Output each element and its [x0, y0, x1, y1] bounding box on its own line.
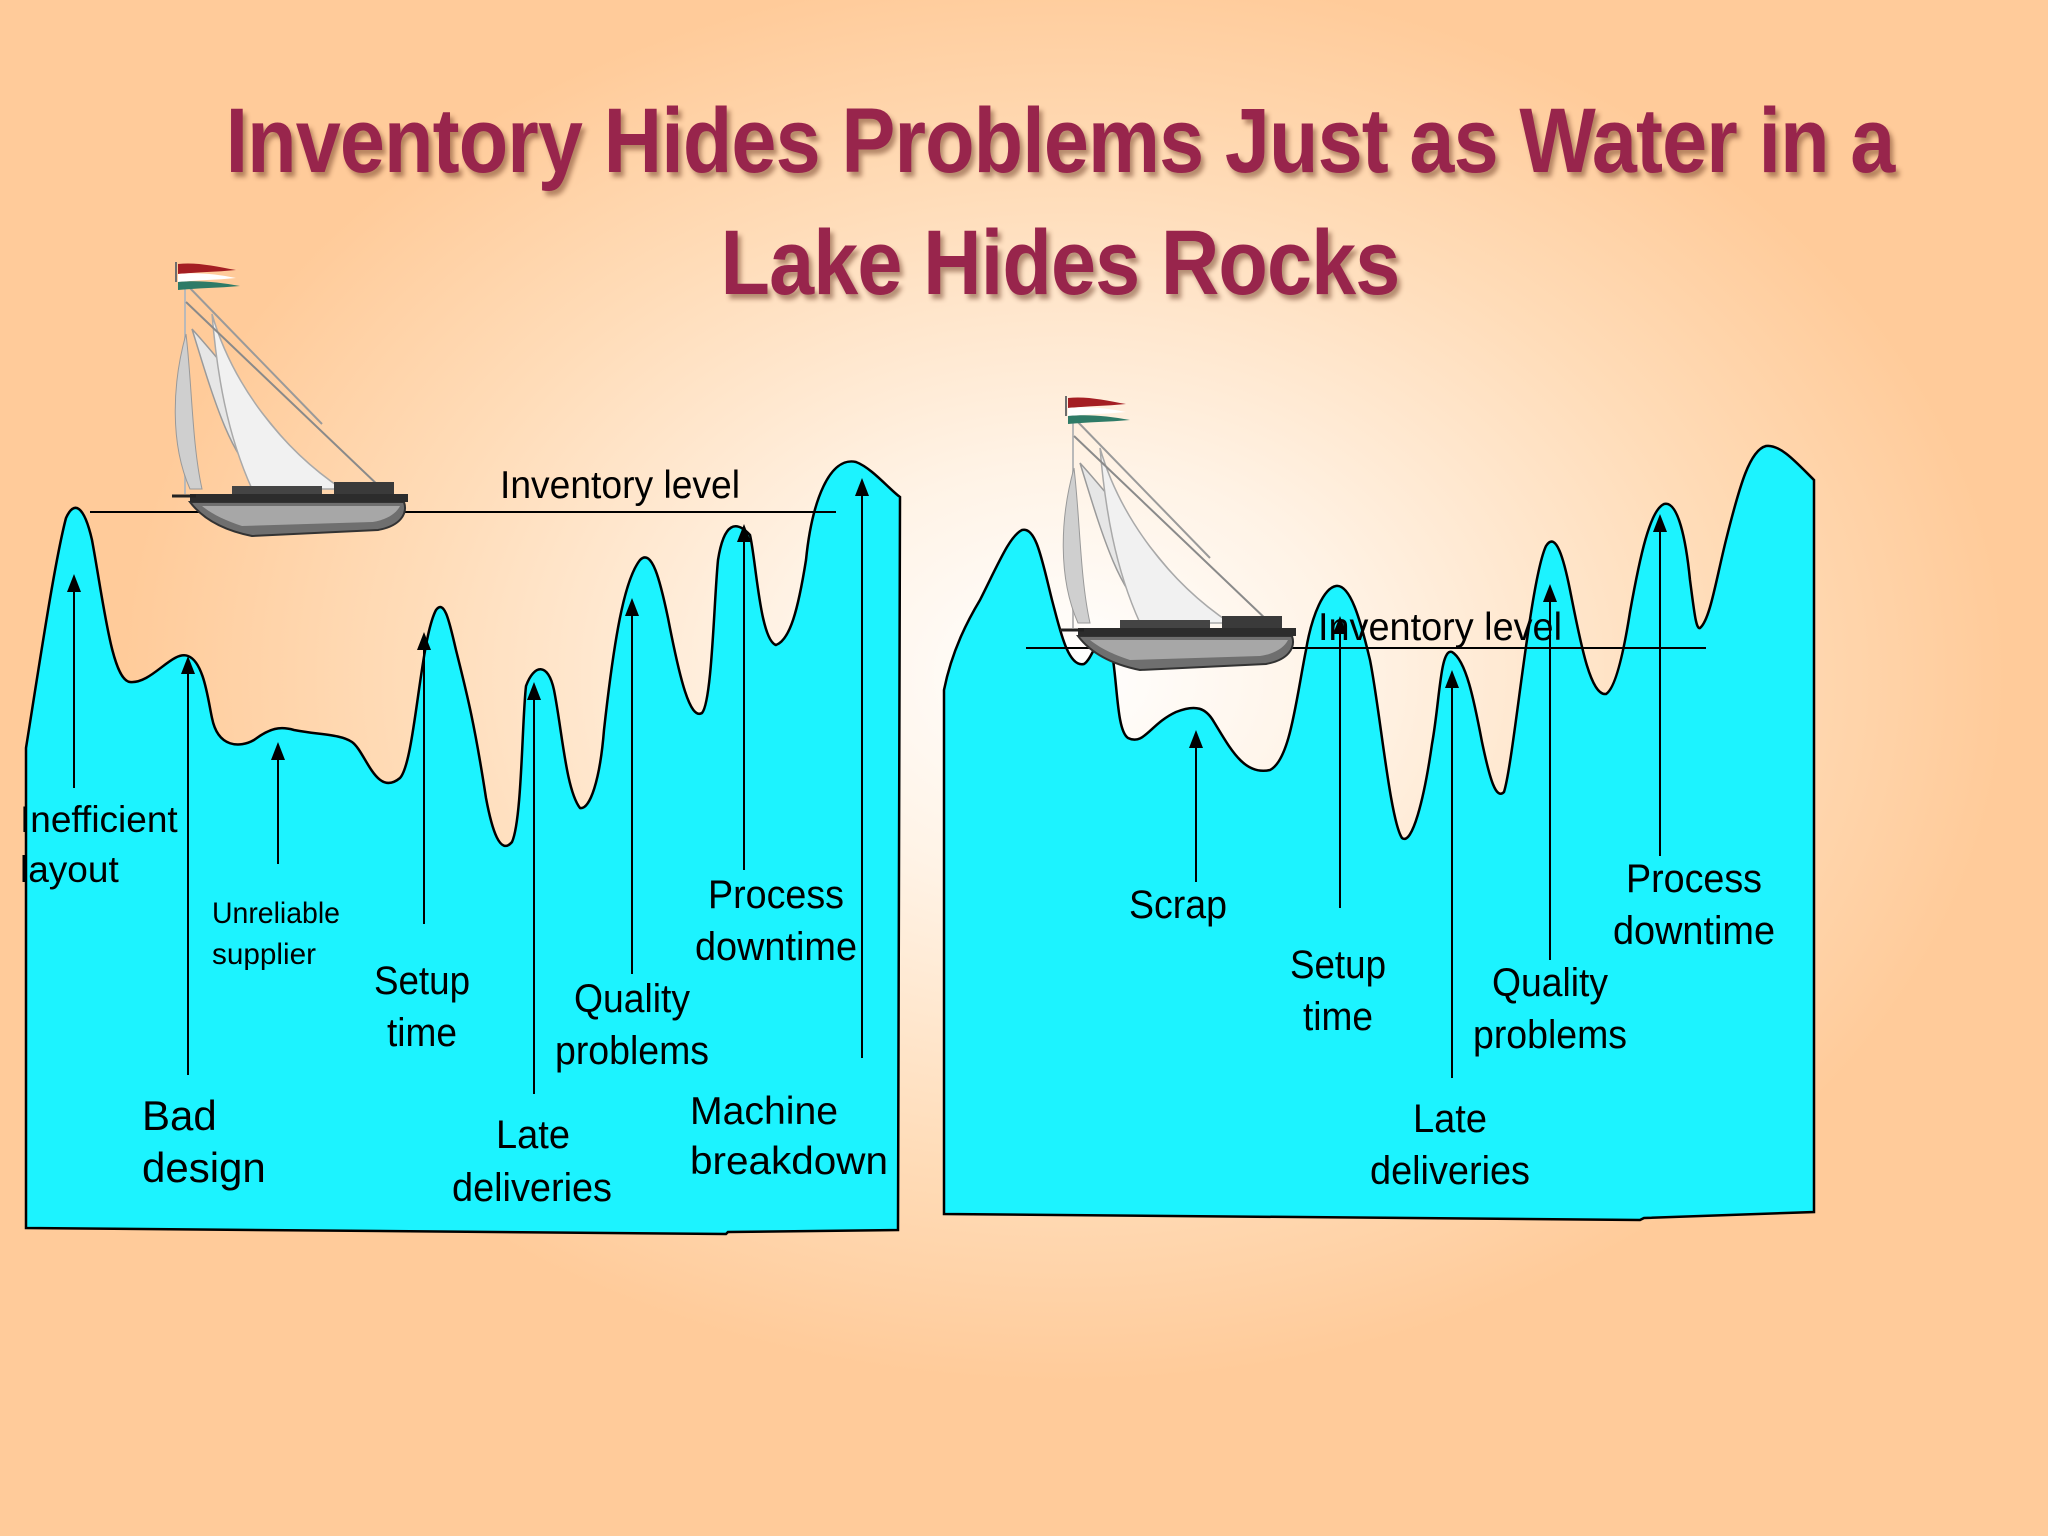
rock-process-downtime: Process downtime	[1613, 857, 1775, 953]
rock-label-line-2: time	[387, 1011, 457, 1055]
arrowhead-unreliable-supplier	[271, 742, 285, 760]
rock-setup-time: Setup time	[374, 959, 470, 1055]
rock-label-line-2: supplier	[212, 938, 316, 971]
arrowhead-quality-problems	[625, 598, 639, 616]
left-pennant-flag-icon	[175, 261, 241, 291]
rock-machine-breakdown: Machine breakdown	[690, 1090, 888, 1183]
rock-inefficient-layout: Inefficient layout	[20, 799, 178, 890]
left-inventory-level-label: Inventory level	[500, 464, 740, 507]
rock-late-deliveries: Late deliveries	[452, 1113, 612, 1210]
rock-scrap: Scrap	[1129, 883, 1227, 927]
slide-title: Inventory Hides Problems Just as Water i…	[215, 80, 1905, 324]
rock-label-line-1: Bad	[142, 1092, 217, 1139]
rock-label-line-1: Late	[1413, 1097, 1487, 1141]
arrowhead-setup-time	[417, 632, 431, 650]
rock-label-line-1: Late	[496, 1113, 570, 1157]
arrowhead-quality-problems	[1543, 584, 1557, 602]
rock-label-line-2: deliveries	[1370, 1149, 1530, 1193]
rock-quality-problems: Quality problems	[555, 977, 709, 1073]
rock-label-line-1: Setup	[374, 959, 470, 1003]
rock-label-line-1: Machine	[690, 1090, 838, 1133]
right-lake: Inventory level Scrap Setup time Late de…	[942, 395, 1816, 1222]
title-line-2: Lake Hides Rocks	[720, 212, 1401, 314]
rock-label-line-2: downtime	[695, 925, 857, 969]
arrowhead-process-downtime	[737, 524, 751, 542]
arrowhead-scrap	[1189, 730, 1203, 748]
rock-label-line-1: Process	[708, 873, 844, 917]
rock-label-line-1: Process	[1626, 857, 1762, 901]
arrowhead-late-deliveries	[527, 682, 541, 700]
title-line-1: Inventory Hides Problems Just as Water i…	[225, 90, 1896, 192]
rock-label-line-2: deliveries	[452, 1166, 612, 1210]
rock-process-downtime: Process downtime	[695, 873, 857, 969]
rock-label-line-2: problems	[555, 1029, 709, 1073]
left-sailboat-icon	[170, 272, 410, 538]
rock-late-deliveries: Late deliveries	[1370, 1097, 1530, 1193]
right-inventory-level-label: Inventory level	[1318, 606, 1562, 649]
rock-label-line-1: Quality	[574, 977, 690, 1021]
rock-label-line-2: layout	[20, 849, 119, 890]
rock-unreliable-supplier: Unreliable supplier	[212, 897, 340, 971]
rock-label-line-1: Unreliable	[212, 897, 340, 930]
left-lake: Inventory level Inefficient layout Bad d…	[20, 261, 902, 1236]
arrowhead-process-downtime	[1653, 514, 1667, 532]
arrowhead-setup-time	[1333, 616, 1347, 634]
right-pennant-flag-icon	[1065, 395, 1131, 425]
rock-label-line-2: downtime	[1613, 909, 1775, 953]
rock-label-line-2: time	[1303, 995, 1373, 1039]
rock-label-line-2: breakdown	[690, 1140, 888, 1183]
rock-label-line-1: Scrap	[1129, 883, 1227, 927]
rock-quality-problems: Quality problems	[1473, 961, 1627, 1057]
rock-bad-design: Bad design	[142, 1092, 266, 1191]
right-arrows	[1189, 514, 1667, 1078]
rock-label-line-1: Setup	[1290, 943, 1386, 987]
arrowhead-inefficient-layout	[67, 574, 81, 592]
arrowhead-bad-design	[181, 656, 195, 674]
rock-label-line-2: problems	[1473, 1013, 1627, 1057]
left-arrows	[67, 478, 869, 1094]
rock-label-line-1: Quality	[1492, 961, 1608, 1005]
right-sailboat-icon	[1058, 406, 1298, 672]
arrowhead-machine-breakdown	[855, 478, 869, 496]
rock-setup-time: Setup time	[1290, 943, 1386, 1039]
rock-label-line-2: design	[142, 1144, 266, 1191]
rock-label-line-1: Inefficient	[20, 799, 178, 840]
arrowhead-late-deliveries	[1445, 670, 1459, 688]
